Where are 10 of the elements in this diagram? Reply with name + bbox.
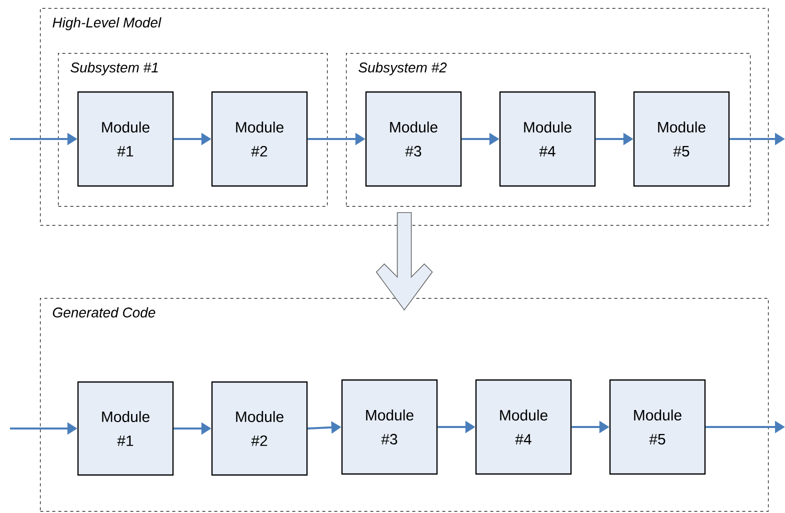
module-box: Module #2: [211, 381, 308, 476]
module-box: Module #3: [365, 91, 462, 187]
module-box: Module #3: [341, 379, 438, 475]
module-box: Module #4: [499, 91, 596, 187]
module-box: Module #5: [633, 91, 730, 187]
module-box: Module #1: [77, 91, 174, 187]
module-box: Module #5: [609, 379, 706, 475]
module-box: Module #4: [475, 379, 572, 475]
module-box: Module #2: [211, 91, 308, 187]
module-box: Module #1: [77, 381, 174, 476]
